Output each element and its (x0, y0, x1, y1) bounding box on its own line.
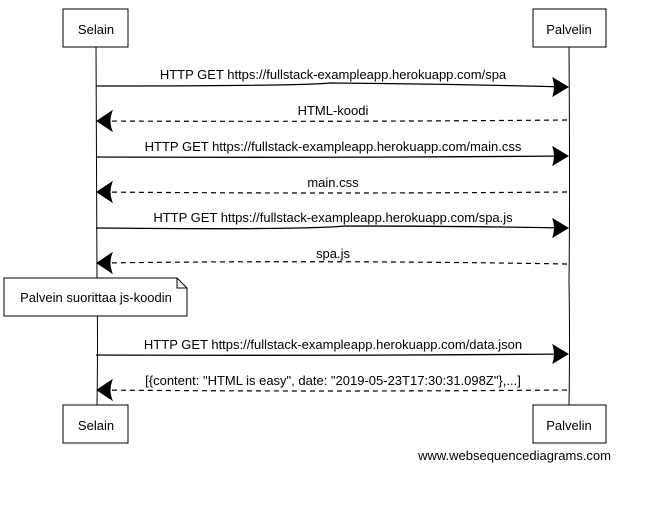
participant-browser-bottom: Selain (62, 404, 129, 444)
participant-server-bottom: Palvelin (532, 404, 607, 444)
participant-browser-top-label: Selain (78, 22, 114, 37)
participant-server-top: Palvelin (532, 8, 607, 48)
browser-lifeline (95, 45, 98, 406)
note-box: Palvein suorittaa js-koodin (3, 277, 188, 317)
message-3-label: HTTP GET https://fullstack-exampleapp.he… (145, 139, 522, 154)
message-6-label: spa.js (316, 246, 350, 261)
message-2-label: HTML-koodi (298, 103, 369, 118)
message-8-label: [{content: "HTML is easy", date: "2019-0… (145, 373, 521, 388)
participant-browser-bottom-label: Selain (78, 418, 114, 433)
message-4: main.css (96, 175, 568, 204)
message-2: HTML-koodi (96, 103, 568, 133)
server-lifeline (568, 45, 570, 406)
note-text: Palvein suorittaa js-koodin (20, 290, 172, 305)
message-7-label: HTTP GET https://fullstack-exampleapp.he… (144, 337, 522, 352)
message-1: HTTP GET https://fullstack-exampleapp.he… (95, 67, 569, 98)
watermark: www.websequencediagrams.com (417, 448, 611, 463)
message-8: [{content: "HTML is easy", date: "2019-0… (96, 373, 568, 402)
message-7: HTTP GET https://fullstack-exampleapp.he… (95, 337, 569, 365)
message-5-label: HTTP GET https://fullstack-exampleapp.he… (153, 210, 513, 225)
message-3: HTTP GET https://fullstack-exampleapp.he… (95, 139, 569, 167)
message-1-label: HTTP GET https://fullstack-exampleapp.he… (160, 67, 507, 82)
message-5: HTTP GET https://fullstack-exampleapp.he… (95, 210, 569, 239)
participant-server-bottom-label: Palvelin (546, 418, 592, 433)
message-4-label: main.css (307, 175, 359, 190)
participant-browser-top: Selain (62, 8, 129, 48)
message-6: spa.js (96, 246, 568, 275)
participant-server-top-label: Palvelin (546, 22, 592, 37)
